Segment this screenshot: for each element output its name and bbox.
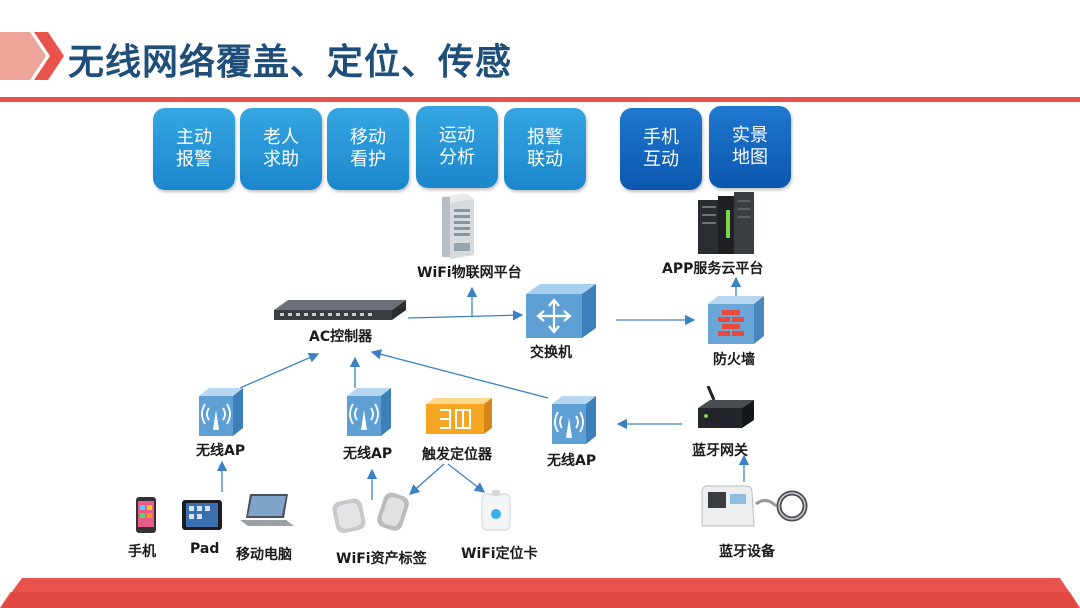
pad-label: Pad bbox=[190, 541, 220, 557]
firewall-icon bbox=[708, 296, 764, 344]
locator-card-label: WiFi定位卡 bbox=[461, 546, 538, 562]
wireless-ap-icon bbox=[552, 396, 596, 444]
function-box-motion-analysis: 运动分析 bbox=[416, 106, 498, 188]
locator-card-icon bbox=[481, 490, 511, 531]
wireless-ap-icon bbox=[347, 388, 391, 436]
bluetooth-gateway-label: 蓝牙网关 bbox=[692, 443, 748, 459]
function-box-active-alarm: 主动报警 bbox=[153, 108, 235, 190]
page-title: 无线网络覆盖、定位、传感 bbox=[68, 42, 513, 83]
asset-tag-icon bbox=[332, 492, 409, 534]
trigger-locator-label: 触发定位器 bbox=[422, 447, 492, 463]
ac-controller-label: AC控制器 bbox=[309, 329, 373, 345]
footer-band bbox=[0, 578, 1080, 608]
ac-controller-icon bbox=[274, 300, 406, 320]
app-cloud-label: APP服务云平台 bbox=[662, 261, 764, 277]
laptop-label: 移动电脑 bbox=[236, 547, 292, 563]
function-box-realview-map: 实景地图 bbox=[709, 106, 791, 188]
wireless-ap-icon bbox=[199, 388, 243, 436]
switch-icon bbox=[526, 284, 596, 338]
switch-label: 交换机 bbox=[530, 345, 572, 361]
phone-label: 手机 bbox=[128, 544, 156, 560]
pad-icon bbox=[182, 500, 222, 530]
function-box-mobile-care: 移动看护 bbox=[327, 108, 409, 190]
ap1-label: 无线AP bbox=[196, 443, 246, 459]
bluetooth-device-icon bbox=[701, 485, 808, 527]
header-chevron bbox=[0, 32, 64, 80]
header-divider bbox=[0, 97, 1080, 102]
firewall-label: 防火墙 bbox=[713, 352, 755, 368]
ap2-label: 无线AP bbox=[343, 446, 393, 462]
server-icon bbox=[442, 193, 474, 259]
bluetooth-device-label: 蓝牙设备 bbox=[719, 544, 775, 560]
bluetooth-gateway-icon bbox=[698, 386, 754, 428]
trigger-locator-icon bbox=[426, 398, 492, 434]
laptop-icon bbox=[240, 494, 294, 526]
function-box-phone-interaction: 手机互动 bbox=[620, 108, 702, 190]
function-box-elder-help: 老人求助 bbox=[240, 108, 322, 190]
cloud-server-icon bbox=[698, 192, 754, 254]
ap3-label: 无线AP bbox=[547, 453, 597, 469]
phone-icon bbox=[136, 497, 156, 533]
iot-platform-label: WiFi物联网平台 bbox=[417, 265, 522, 281]
asset-tag-label: WiFi资产标签 bbox=[336, 551, 427, 567]
function-box-alarm-linkage: 报警联动 bbox=[504, 108, 586, 190]
